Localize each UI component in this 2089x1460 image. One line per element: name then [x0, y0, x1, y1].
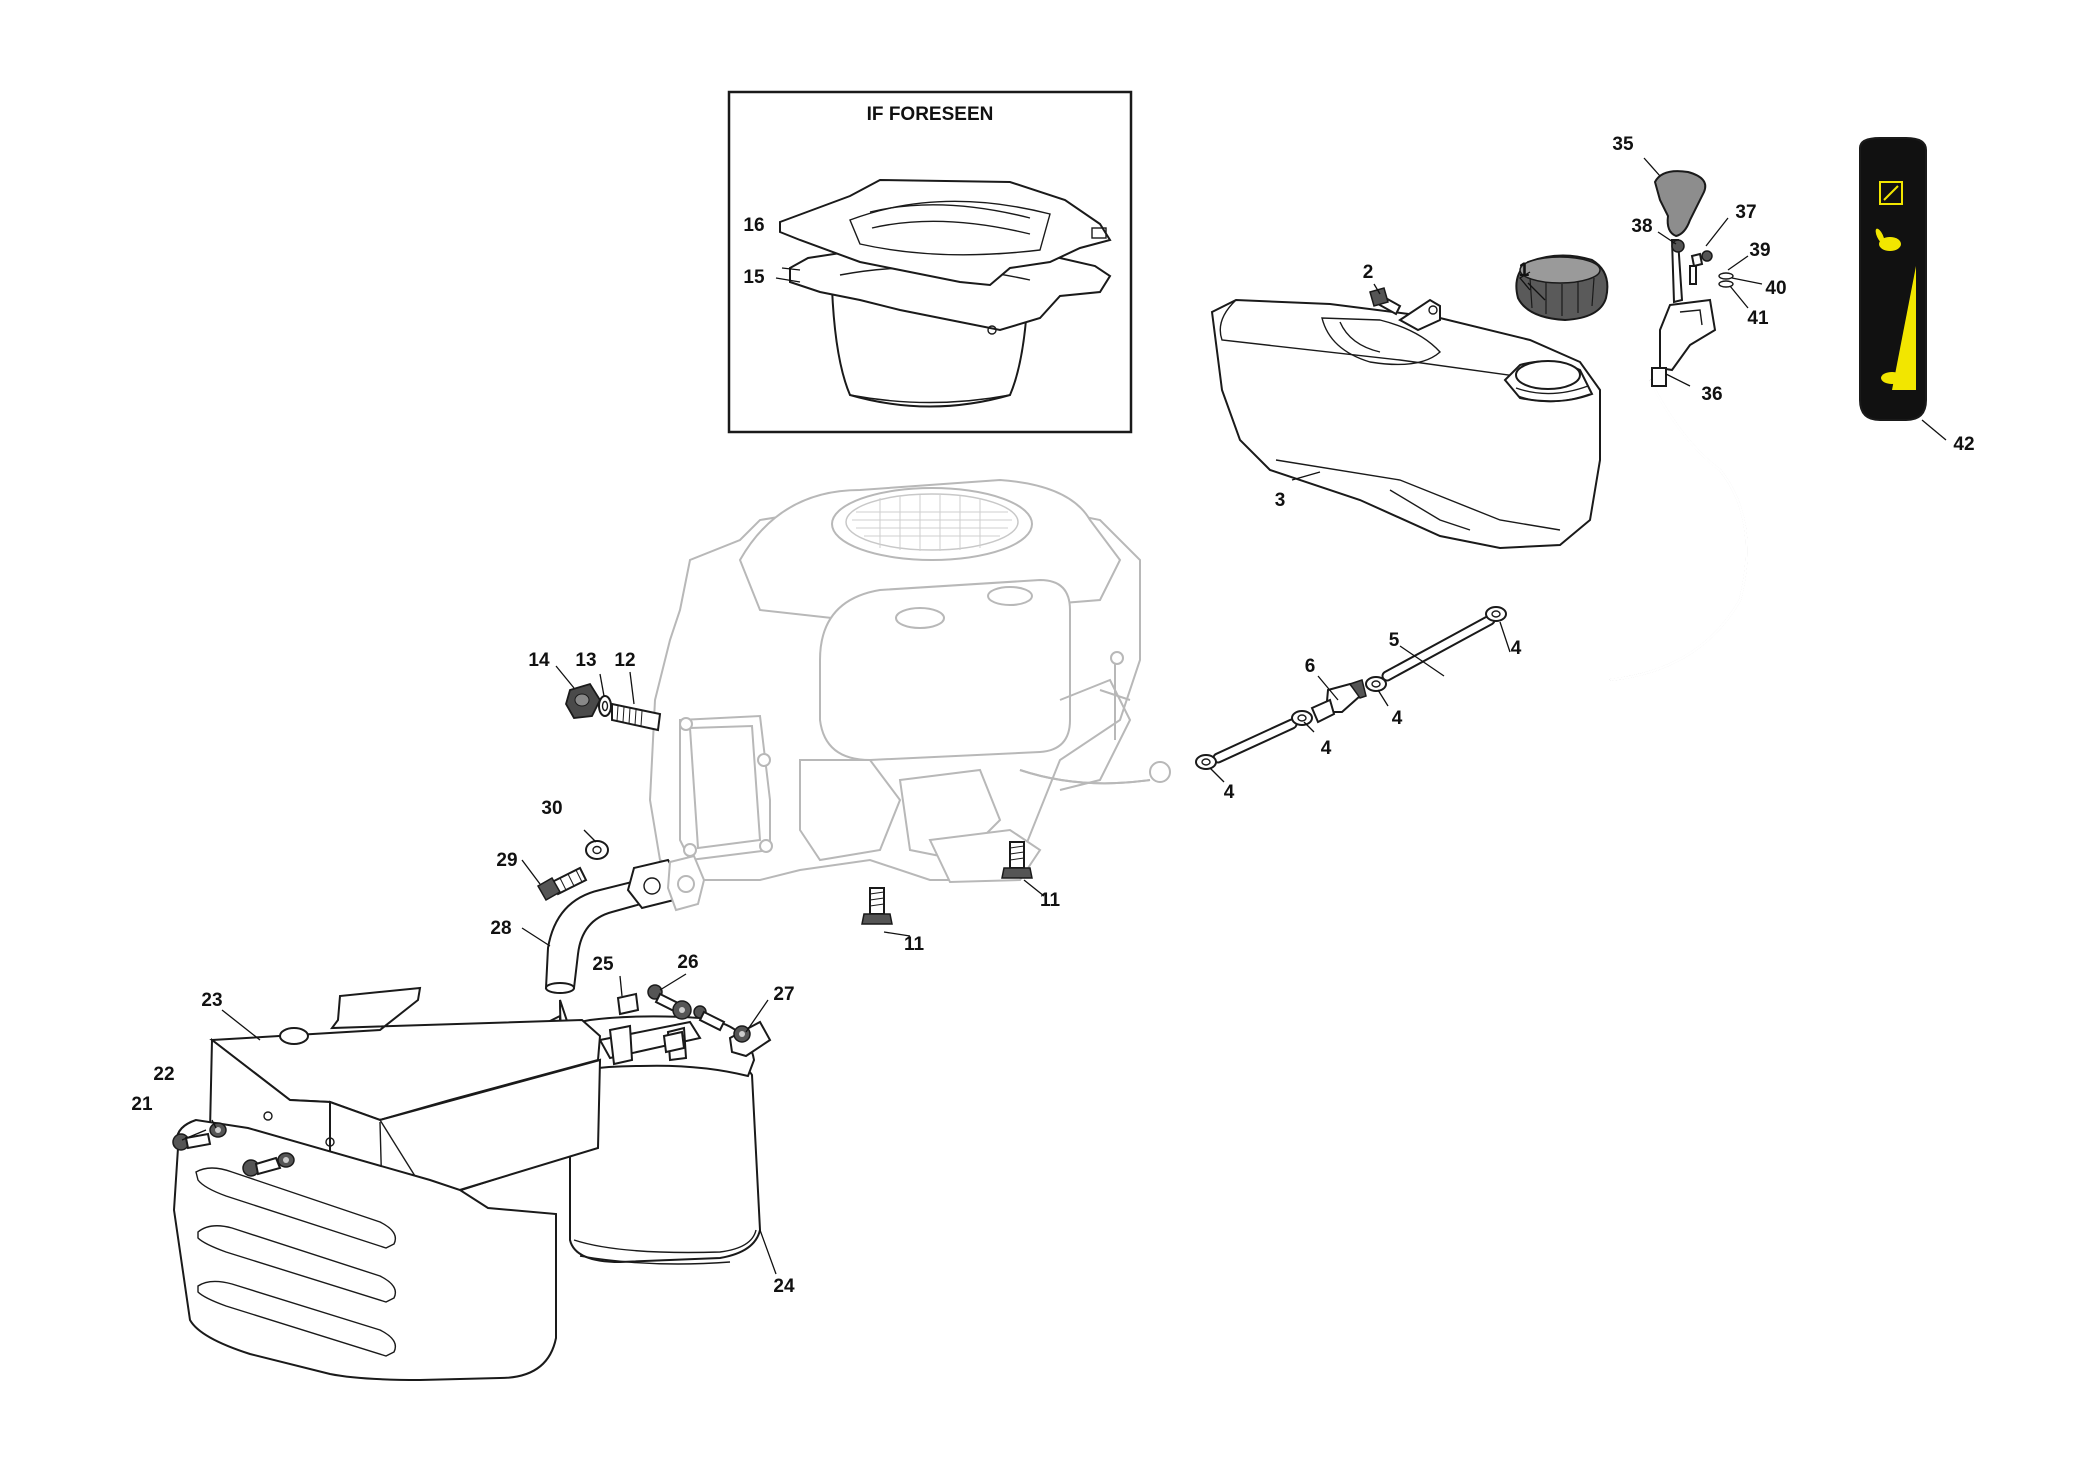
callout-29: 29: [496, 850, 517, 871]
muffler-guard: [172, 986, 602, 1382]
callout-27: 27: [773, 984, 794, 1005]
callout-14: 14: [528, 650, 550, 671]
bolt-26: [647, 984, 692, 1020]
clamp: [1365, 676, 1387, 692]
callout-13: 13: [575, 650, 596, 671]
bolt-22b: [242, 1152, 295, 1177]
callout-25: 25: [592, 954, 614, 975]
pipe-12: [611, 702, 662, 732]
washer-30: [585, 840, 609, 860]
bolt-11b: [1001, 841, 1033, 879]
fuel-filter: [1310, 679, 1367, 724]
rabbit-fast-icon: [1875, 228, 1901, 251]
turtle-slow-icon: [1881, 372, 1906, 384]
callout-23: 23: [201, 990, 222, 1011]
callout-12: 12: [614, 650, 635, 671]
bolt-2: [1369, 287, 1402, 316]
oil-drain-fittings: [565, 682, 662, 732]
leader-lines: [181, 157, 1947, 1275]
callout-38: 38: [1631, 216, 1652, 237]
callout-26: 26: [677, 952, 698, 973]
fuel-line-parts: [1195, 606, 1507, 770]
callout-16: 16: [743, 215, 764, 236]
muffler-hardware: [616, 984, 772, 1058]
callout-1: 1: [1519, 260, 1530, 281]
callout-5: 5: [1389, 630, 1400, 651]
bolt-11a: [861, 887, 893, 925]
clamp: [1485, 606, 1507, 622]
choke-icon: [1879, 181, 1903, 205]
callout-4c: 4: [1321, 738, 1332, 759]
callout-24: 24: [773, 1276, 795, 1297]
callout-6: 6: [1305, 656, 1316, 677]
engine-block: [648, 478, 1171, 884]
callout-11b: 11: [1040, 890, 1061, 911]
callout-40: 40: [1765, 278, 1786, 299]
air-cleaner-plate: [779, 178, 1112, 287]
callout-39: 39: [1749, 240, 1770, 261]
callout-28: 28: [490, 918, 511, 939]
callout-41: 41: [1747, 308, 1769, 329]
bolt-21: [172, 1132, 212, 1151]
fuel-cap: [1515, 254, 1609, 322]
callout-3: 3: [1275, 490, 1286, 511]
callout-11a: 11: [904, 934, 925, 955]
callout-37: 37: [1735, 202, 1756, 223]
callout-4a: 4: [1511, 638, 1522, 659]
callout-30: 30: [541, 798, 562, 819]
callout-35: 35: [1612, 134, 1634, 155]
callout-42: 42: [1953, 434, 1974, 455]
bolt-29: [536, 866, 588, 902]
bolt-27: [693, 1005, 772, 1058]
callout-36: 36: [1701, 384, 1722, 405]
clamp: [1291, 710, 1313, 726]
inset-if-foreseen: IF FORESEEN: [727, 90, 1133, 434]
fuel-tank: [1210, 298, 1601, 550]
throttle-decal: [1859, 137, 1927, 421]
bolt-22: [209, 1122, 227, 1138]
air-cleaner-cup: [789, 248, 1112, 408]
callout-2: 2: [1363, 262, 1374, 283]
callout-22: 22: [153, 1064, 174, 1085]
callout-21: 21: [131, 1094, 153, 1115]
callout-4d: 4: [1224, 782, 1235, 803]
washer-13: [598, 695, 612, 717]
throttle-control: [1609, 170, 1748, 682]
callout-labels: 1 2 3 4 4 4 4 5 6 11 11 12 13 14 15 16 2…: [131, 134, 1974, 1297]
inset-title: IF FORESEEN: [867, 104, 994, 125]
callout-4b: 4: [1392, 708, 1403, 729]
clamp: [1195, 754, 1217, 770]
callout-15: 15: [743, 267, 765, 288]
nut-14: [565, 682, 602, 719]
exhaust-pipe: [544, 854, 706, 994]
